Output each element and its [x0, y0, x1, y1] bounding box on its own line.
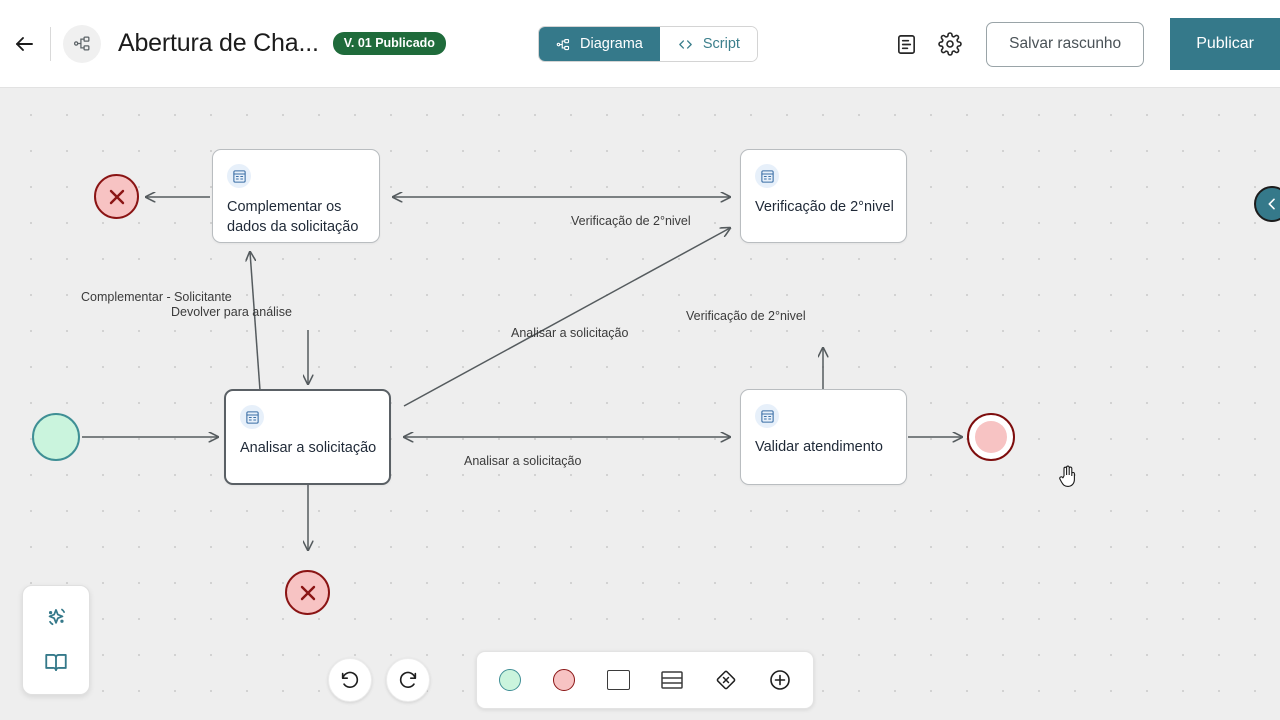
- publish-button[interactable]: Publicar: [1170, 18, 1280, 70]
- task-node-label: Complementar os dados da solicitação: [227, 199, 359, 235]
- tab-diagrama[interactable]: Diagrama: [539, 27, 660, 61]
- task-rectangle-shape: [606, 670, 630, 690]
- form-icon: [227, 164, 251, 188]
- cancel-event-node-bottom[interactable]: [285, 570, 330, 615]
- diagram-edges: [82, 88, 1280, 720]
- view-tabs: Diagrama Script: [538, 26, 758, 62]
- diagram-canvas[interactable]: Complementar os dados da solicitação Ver…: [0, 88, 1280, 720]
- task-node-verificacao[interactable]: Verificação de 2°nivel: [740, 149, 907, 243]
- header-actions: Salvar rascunho Publicar: [884, 0, 1280, 88]
- form-icon: [755, 164, 779, 188]
- end-event-node[interactable]: [967, 413, 1015, 461]
- canvas-tool-panel: [22, 585, 90, 695]
- ai-sparkle-icon[interactable]: [38, 600, 74, 636]
- add-element: [770, 670, 790, 690]
- arrow-left-icon: [16, 36, 33, 51]
- app-header: Abertura de Cha... V. 01 Publicado Diagr…: [0, 0, 1280, 88]
- header-divider: [50, 26, 51, 61]
- shape-palette: [476, 651, 814, 709]
- cancel-event-node-top[interactable]: [94, 174, 139, 219]
- palette-add-element[interactable]: [758, 658, 802, 702]
- task-node-label: Verificação de 2°nivel: [755, 199, 894, 215]
- bottom-toolbar: [328, 651, 814, 709]
- edge-label-verificacao-top: Verificação de 2°nivel: [571, 214, 691, 228]
- tab-diagrama-label: Diagrama: [580, 36, 643, 52]
- end-event-inner: [975, 421, 1007, 453]
- palette-start-event[interactable]: [488, 658, 532, 702]
- edge-label-analisar-horizontal: Analisar a solicitação: [464, 454, 582, 468]
- status-badge: V. 01 Publicado: [332, 32, 446, 55]
- task-node-label: Analisar a solicitação: [240, 440, 377, 456]
- task-node-analisar[interactable]: Analisar a solicitação: [224, 389, 391, 485]
- page-title: Abertura de Cha...: [118, 29, 319, 57]
- save-draft-button[interactable]: Salvar rascunho: [986, 21, 1145, 67]
- code-icon: [679, 39, 692, 49]
- document-icon[interactable]: [884, 22, 928, 66]
- task-node-label: Validar atendimento: [755, 439, 883, 455]
- start-event-shape: [499, 669, 521, 691]
- palette-task[interactable]: [596, 658, 640, 702]
- redo-icon[interactable]: [386, 658, 430, 702]
- form-icon: [755, 404, 779, 428]
- tab-script[interactable]: Script: [659, 27, 757, 61]
- undo-icon[interactable]: [328, 658, 372, 702]
- close-icon: [109, 189, 124, 204]
- start-event-node[interactable]: [32, 413, 80, 461]
- edge-label-verificacao-right: Verificação de 2°nivel: [686, 309, 806, 323]
- palette-lanes[interactable]: [650, 658, 694, 702]
- palette-end-event[interactable]: [542, 658, 586, 702]
- back-button[interactable]: [4, 24, 44, 64]
- panel-collapse-button[interactable]: [1254, 186, 1280, 222]
- gateway-diamond-shape: [716, 670, 736, 690]
- tab-script-label: Script: [702, 36, 740, 52]
- gear-icon[interactable]: [928, 22, 972, 66]
- form-icon: [240, 405, 264, 429]
- task-node-validar[interactable]: Validar atendimento: [740, 389, 907, 485]
- palette-gateway[interactable]: [704, 658, 748, 702]
- workflow-icon: [556, 38, 570, 50]
- workflow-icon: [63, 24, 101, 63]
- close-icon: [300, 585, 315, 600]
- end-event-shape: [553, 669, 575, 691]
- edge-label-devolver-para-analise: Devolver para análise: [171, 305, 292, 319]
- lanes-shape: [661, 671, 683, 689]
- book-icon[interactable]: [38, 644, 74, 680]
- chevron-left-icon: [1268, 198, 1275, 210]
- edge-label-analisar-diagonal: Analisar a solicitação: [511, 326, 629, 340]
- edge-label-complementar-solicitante: Complementar - Solicitante: [81, 290, 232, 304]
- task-node-complementar[interactable]: Complementar os dados da solicitação: [212, 149, 380, 243]
